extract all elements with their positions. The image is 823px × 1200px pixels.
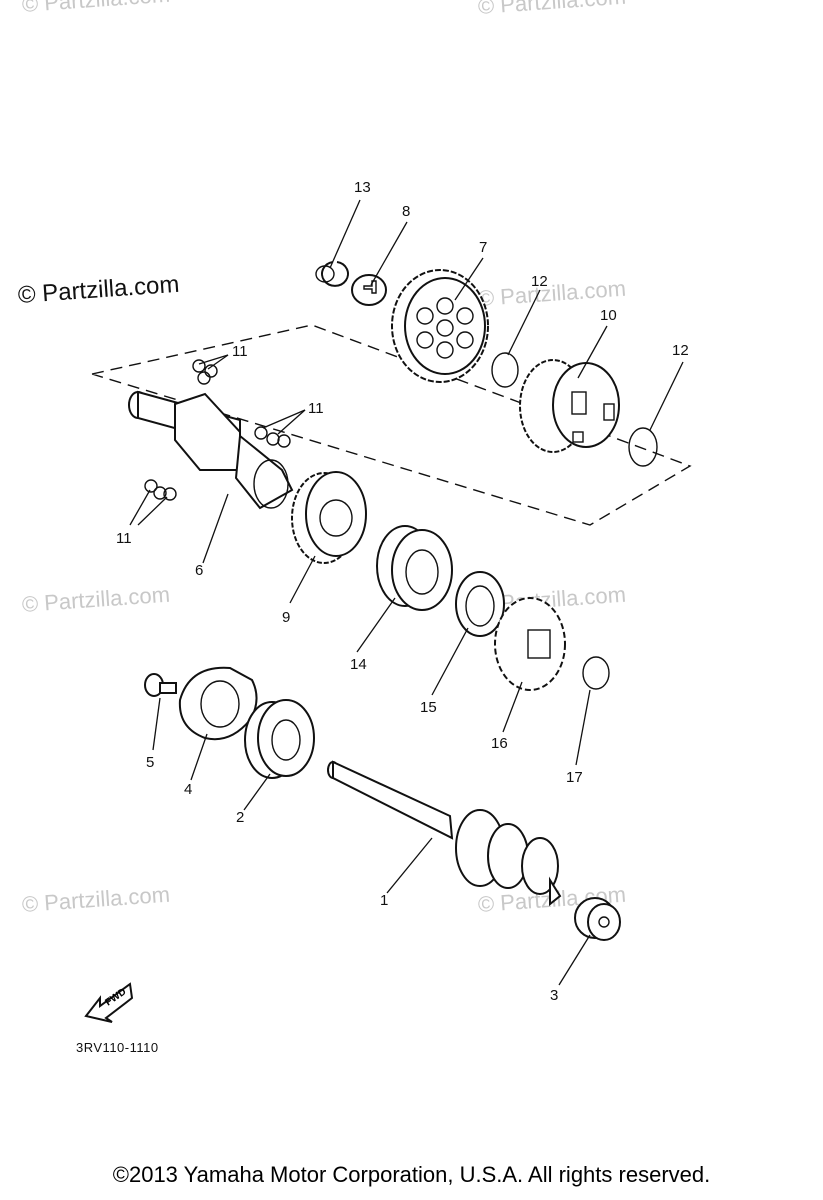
callout-7: 7 xyxy=(479,239,487,256)
callout-16: 16 xyxy=(491,735,508,752)
part-5-bolt xyxy=(144,673,177,697)
callout-4: 4 xyxy=(184,781,192,798)
part-16-drive-sprocket xyxy=(494,597,566,691)
part-12-circlip xyxy=(491,352,519,388)
part-9-gear xyxy=(291,471,367,564)
part-13-circlip xyxy=(315,261,349,287)
part-17-circlip xyxy=(582,656,610,690)
leader-lines xyxy=(129,199,684,986)
part-7-gear xyxy=(391,269,489,383)
callout-17: 17 xyxy=(566,769,583,786)
part-10-gear xyxy=(519,359,620,453)
part-15-oil-seal xyxy=(455,571,505,637)
part-4-bearing-retainer xyxy=(178,666,258,741)
callout-5: 5 xyxy=(146,754,154,771)
part-2-bearing xyxy=(244,699,315,779)
callout-8: 8 xyxy=(402,203,410,220)
callout-12: 12 xyxy=(672,342,689,359)
part-3-collar xyxy=(574,897,621,941)
part-1-main-axle xyxy=(327,760,562,907)
part-12-circlip xyxy=(628,427,658,467)
callout-11: 11 xyxy=(116,530,132,547)
part-14-bearing xyxy=(376,525,453,611)
callout-12: 12 xyxy=(531,273,548,290)
callout-labels: 13 8 7 12 10 12 11 11 11 6 9 14 15 16 17… xyxy=(116,179,689,1004)
part-6-shift-shaft xyxy=(128,390,294,510)
callout-15: 15 xyxy=(420,699,437,716)
fwd-arrow-icon: FWD xyxy=(84,982,134,1023)
callout-2: 2 xyxy=(236,809,244,826)
copyright-notice: ©2013 Yamaha Motor Corporation, U.S.A. A… xyxy=(112,1162,711,1187)
callout-6: 6 xyxy=(195,562,203,579)
callout-1: 1 xyxy=(380,892,388,909)
part-11-balls xyxy=(144,359,291,501)
callout-3: 3 xyxy=(550,987,558,1004)
callout-14: 14 xyxy=(350,656,367,673)
part-8-washer xyxy=(351,274,387,306)
callout-10: 10 xyxy=(600,307,617,324)
callout-9: 9 xyxy=(282,609,290,626)
callout-11: 11 xyxy=(232,343,248,360)
callout-13: 13 xyxy=(354,179,371,196)
callout-11: 11 xyxy=(308,400,324,417)
diagram-code: 3RV110-1110 xyxy=(76,1040,159,1055)
assembly-boundary xyxy=(91,324,692,526)
